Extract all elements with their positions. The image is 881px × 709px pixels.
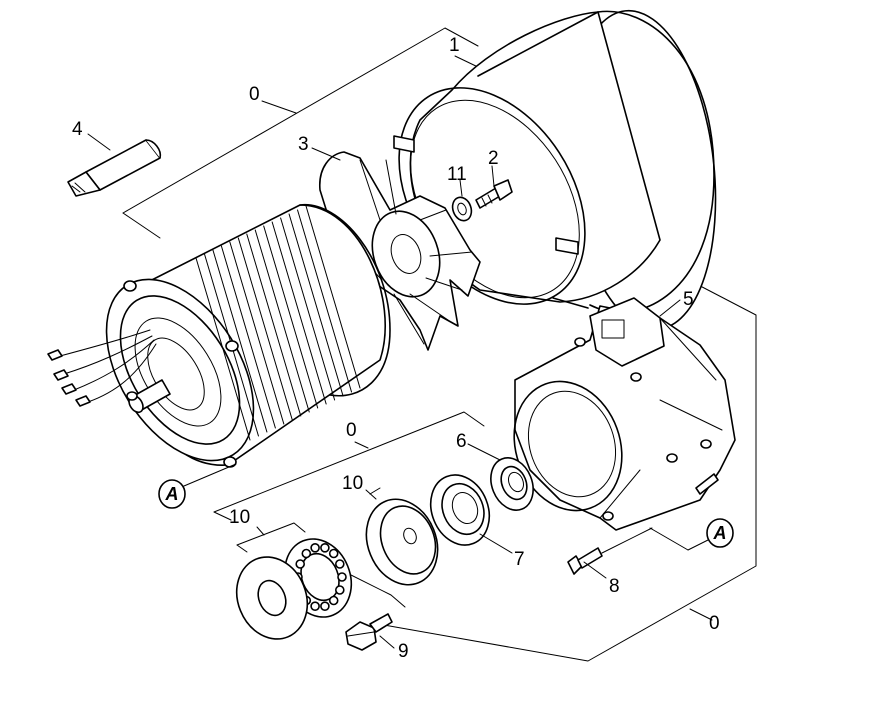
- reference-a-left: A: [158, 463, 237, 509]
- bearing-ball: [310, 542, 320, 553]
- callout-10-center: 10: [342, 473, 363, 494]
- reference-a-right: A: [649, 518, 734, 551]
- ref-a-right-label: A: [713, 523, 727, 543]
- bracket-10-left: [236, 522, 306, 553]
- cooling-fin: [288, 213, 344, 397]
- cooling-fin: [220, 245, 276, 429]
- cooling-fin: [297, 209, 353, 393]
- bracket-group-mid: [213, 411, 485, 521]
- callout-8: 8: [609, 576, 620, 597]
- bearing-ball: [320, 542, 330, 553]
- bracket-10-center: [365, 487, 381, 500]
- callout-10-left: 10: [229, 507, 250, 528]
- bracket-group-bottom: [383, 276, 757, 662]
- seal-ring: [490, 457, 534, 511]
- cooling-fin: [237, 237, 293, 421]
- callout-3: 3: [298, 134, 309, 155]
- cooling-fin: [271, 221, 327, 405]
- bearing-ball: [301, 548, 312, 559]
- cooling-fin: [305, 205, 361, 389]
- screw-top: [475, 179, 513, 209]
- thrust-disc: [235, 556, 309, 640]
- screw-bottom: [567, 527, 653, 575]
- cooling-fin: [254, 229, 310, 413]
- washer: [451, 196, 473, 222]
- callout-labels: 0 1 2 3 4 11 5 0 6 10 10 7 8 9 0: [72, 35, 720, 662]
- bearing-ball: [295, 559, 306, 569]
- cooling-fin: [263, 225, 319, 409]
- callout-5: 5: [683, 289, 694, 310]
- bearing-cup: [365, 498, 439, 586]
- callout-2: 2: [488, 148, 499, 169]
- callout-0-mid: 0: [346, 420, 357, 441]
- callout-7: 7: [514, 549, 525, 570]
- leader-lines: [87, 133, 681, 579]
- bearing-ball: [328, 548, 339, 559]
- bearing-ball: [334, 585, 345, 595]
- callout-1: 1: [449, 35, 460, 56]
- cooling-fin: [212, 249, 268, 433]
- callout-4: 4: [72, 119, 83, 140]
- cooling-fin: [280, 217, 336, 401]
- ref-a-left-label: A: [165, 484, 179, 504]
- cooling-fin: [229, 241, 285, 425]
- ball-bearing: [429, 474, 491, 546]
- bearing-ball: [337, 572, 347, 582]
- bearing-ball: [334, 559, 345, 569]
- bolt-bottom: [345, 613, 393, 651]
- motor-cover: [393, 9, 717, 331]
- bearing-ball: [310, 601, 320, 612]
- callout-6: 6: [456, 431, 467, 452]
- bracket-9: [342, 570, 406, 649]
- cooling-fin: [195, 257, 251, 441]
- grease-tube: [67, 139, 162, 197]
- callout-0-top: 0: [249, 84, 260, 105]
- callout-11: 11: [447, 164, 467, 185]
- callout-0-bottom: 0: [709, 613, 720, 634]
- bearing-ball: [320, 601, 330, 612]
- motor-body: [47, 204, 391, 468]
- bearing-ball: [328, 595, 339, 606]
- cooling-fin: [246, 233, 302, 417]
- callout-9: 9: [398, 641, 409, 662]
